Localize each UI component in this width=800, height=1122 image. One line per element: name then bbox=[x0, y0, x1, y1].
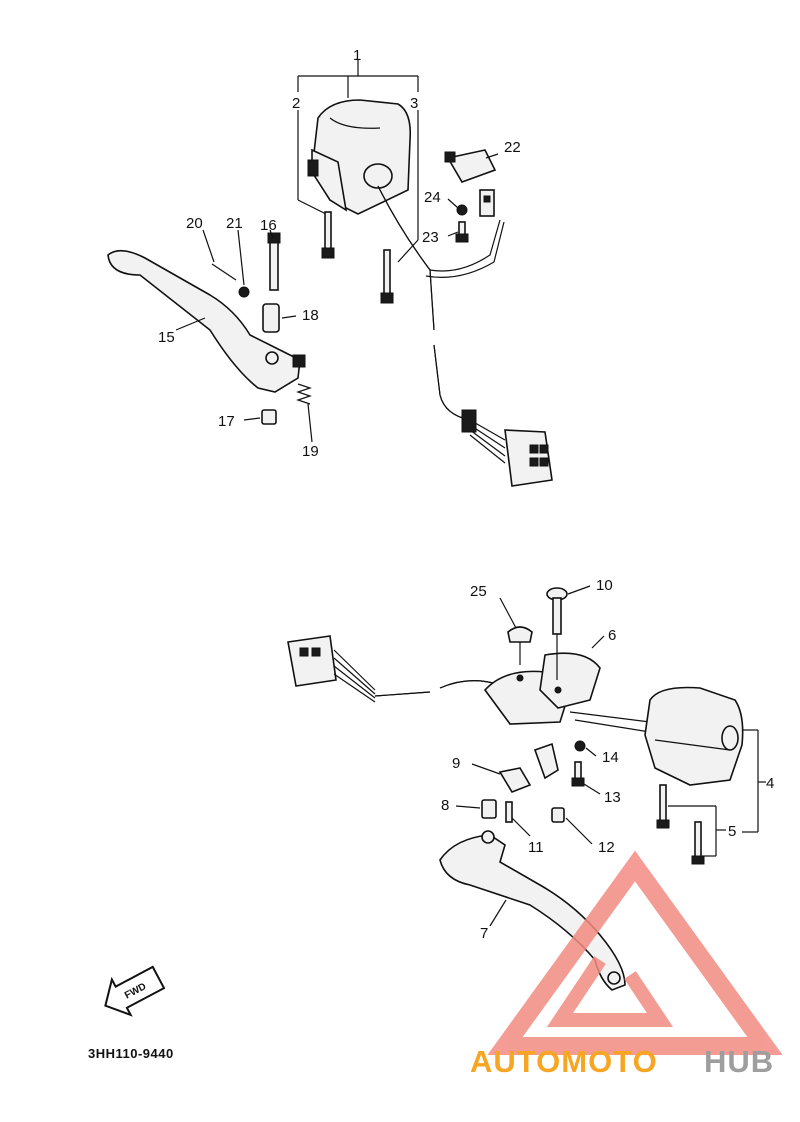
part-labels: 1 2 3 4 5 6 7 8 9 10 11 12 13 14 15 16 1… bbox=[158, 47, 774, 942]
screw-5b bbox=[691, 821, 705, 865]
label-19: 19 bbox=[302, 443, 319, 460]
nut-24 bbox=[456, 204, 468, 216]
screw-23 bbox=[455, 221, 469, 243]
bracket-1 bbox=[297, 60, 419, 263]
label-23: 23 bbox=[422, 229, 439, 246]
plug-25 bbox=[507, 626, 533, 665]
label-4: 4 bbox=[766, 775, 774, 792]
collar-8 bbox=[481, 799, 497, 819]
switch-9 bbox=[498, 742, 559, 793]
watermark-text-2: HUB bbox=[704, 1044, 774, 1079]
label-11: 11 bbox=[528, 839, 544, 856]
brake-lever-15 bbox=[107, 249, 306, 393]
label-12: 12 bbox=[598, 839, 615, 856]
label-8: 8 bbox=[441, 797, 449, 814]
screw-13 bbox=[571, 761, 585, 787]
spring-19 bbox=[296, 383, 312, 405]
label-5: 5 bbox=[728, 823, 736, 840]
label-17: 17 bbox=[218, 413, 235, 430]
collar-18 bbox=[262, 303, 280, 333]
nut-17 bbox=[261, 409, 277, 425]
screw-2 bbox=[321, 211, 335, 259]
fwd-arrow-icon: FWD bbox=[104, 965, 166, 1017]
label-10: 10 bbox=[596, 577, 613, 594]
left-switch-housing bbox=[307, 99, 412, 215]
label-18: 18 bbox=[302, 307, 319, 324]
label-14: 14 bbox=[602, 749, 619, 766]
label-16: 16 bbox=[260, 217, 277, 234]
nut-12 bbox=[551, 807, 565, 823]
connector-bottom bbox=[287, 635, 501, 703]
label-22: 22 bbox=[504, 139, 521, 156]
brake-switch-22 bbox=[444, 149, 497, 217]
screw-3 bbox=[380, 249, 394, 304]
label-25: 25 bbox=[470, 583, 487, 600]
screw-11 bbox=[505, 801, 513, 823]
clutch-lever-7 bbox=[439, 830, 626, 991]
label-20: 20 bbox=[186, 215, 203, 232]
label-2: 2 bbox=[292, 95, 300, 112]
label-3: 3 bbox=[410, 95, 418, 112]
right-switch-housing bbox=[644, 686, 766, 833]
screw-5a bbox=[656, 784, 670, 829]
watermark-logo-icon bbox=[487, 850, 783, 1055]
label-21: 21 bbox=[226, 215, 243, 232]
label-24: 24 bbox=[424, 189, 441, 206]
watermark-text-1: AUTOMOTO bbox=[470, 1044, 658, 1079]
label-13: 13 bbox=[604, 789, 621, 806]
nut-21 bbox=[238, 286, 250, 298]
bracket-5 bbox=[668, 805, 726, 857]
nut-14 bbox=[574, 740, 586, 752]
screw-16 bbox=[267, 232, 281, 291]
lever-holder-6 bbox=[483, 652, 651, 733]
switch-cable-top bbox=[377, 185, 505, 421]
connector-top bbox=[461, 409, 553, 487]
label-1: 1 bbox=[353, 47, 361, 64]
label-6: 6 bbox=[608, 627, 616, 644]
label-15: 15 bbox=[158, 329, 175, 346]
label-7: 7 bbox=[480, 925, 488, 942]
bolt-10 bbox=[546, 587, 568, 680]
bolt-20 bbox=[211, 263, 237, 281]
leader-lines bbox=[175, 153, 605, 927]
label-9: 9 bbox=[452, 755, 460, 772]
diagram-code: 3HH110-9440 bbox=[88, 1046, 174, 1061]
